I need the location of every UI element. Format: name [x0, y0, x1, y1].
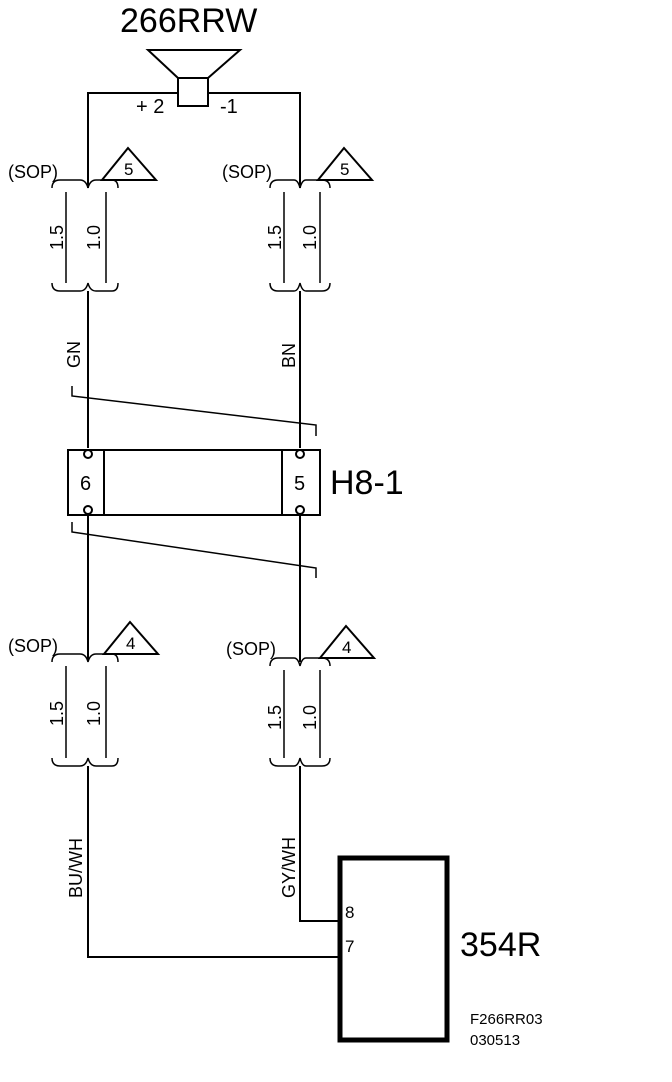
- spec-right: 1.0: [300, 705, 320, 730]
- brace-bottom: [51, 282, 119, 292]
- spec-right: 1.0: [300, 225, 320, 250]
- speaker-pin-plus: + 2: [136, 96, 164, 118]
- note-triangle-icon: [317, 624, 377, 659]
- speaker-cone-icon: [145, 49, 243, 79]
- pin-terminal: [295, 449, 305, 459]
- wire-bu-wh: [87, 766, 340, 958]
- speaker-label: 266RRW: [120, 2, 257, 40]
- spec-right: 1.0: [84, 701, 104, 726]
- wire-label-lower-right: GY/WH: [279, 837, 299, 898]
- note-number: 4: [126, 634, 135, 653]
- note-triangle-icon: [99, 146, 159, 181]
- spec-left: 1.5: [47, 701, 67, 726]
- sop-label: (SOP): [222, 162, 272, 182]
- wire-label-lower-left: BU/WH: [66, 838, 86, 898]
- note-number: 4: [342, 638, 351, 657]
- drawing-date: 030513: [470, 1032, 520, 1049]
- drawing-code: F266RR03: [470, 1011, 543, 1028]
- twisted-pair-lower-left: (SOP) 4 1.5 1.0: [8, 620, 161, 767]
- wire-speaker-plus: [87, 92, 178, 188]
- speaker-body: [177, 77, 209, 107]
- pin-terminal: [295, 505, 305, 515]
- wire-label-upper-right: BN: [279, 343, 299, 368]
- brace-top: [51, 653, 119, 663]
- note-number: 5: [124, 160, 133, 179]
- note-triangle-icon: [101, 620, 161, 655]
- connector-body: [67, 449, 321, 516]
- wire-label-upper-left: GN: [64, 341, 84, 368]
- sop-label: (SOP): [8, 636, 58, 656]
- connector-H8-1: 6 5 H8-1: [67, 449, 404, 516]
- pin-terminal: [83, 449, 93, 459]
- note-number: 5: [340, 160, 349, 179]
- brace-bottom: [269, 757, 331, 767]
- sop-label: (SOP): [8, 162, 58, 182]
- twisted-pair-upper-left: (SOP) 5 1.5 1.0: [8, 146, 159, 292]
- module-pin-top: 8: [345, 903, 354, 922]
- pin-terminal: [83, 505, 93, 515]
- spec-left: 1.5: [265, 705, 285, 730]
- wire-speaker-minus: [208, 92, 301, 188]
- spec-right: 1.0: [84, 225, 104, 250]
- connector-pin-left: 6: [80, 473, 91, 495]
- connector-label: H8-1: [330, 464, 404, 502]
- brace-top: [269, 179, 331, 189]
- module-label: 354R: [460, 926, 541, 964]
- connector-pin-right: 5: [294, 473, 305, 495]
- note-triangle-icon: [315, 146, 375, 181]
- spec-left: 1.5: [265, 225, 285, 250]
- shield-line-bottom: [71, 522, 317, 578]
- sop-label: (SOP): [226, 639, 276, 659]
- brace-top: [269, 657, 331, 667]
- module-pin-bottom: 7: [345, 937, 354, 956]
- speaker-266RRW: 266RRW + 2 -1: [120, 2, 257, 118]
- twisted-pair-upper-right: (SOP) 5 1.5 1.0: [222, 146, 375, 292]
- brace-bottom: [269, 282, 331, 292]
- module-body: [337, 855, 450, 1043]
- wire-gy-wh: [299, 766, 340, 922]
- speaker-pin-minus: -1: [220, 96, 238, 118]
- module-354R: 8 7 354R: [337, 855, 541, 1043]
- spec-left: 1.5: [47, 225, 67, 250]
- shield-line-top: [71, 386, 317, 436]
- brace-bottom: [51, 757, 119, 767]
- twisted-pair-lower-right: (SOP) 4 1.5 1.0: [226, 624, 377, 767]
- brace-top: [51, 179, 119, 189]
